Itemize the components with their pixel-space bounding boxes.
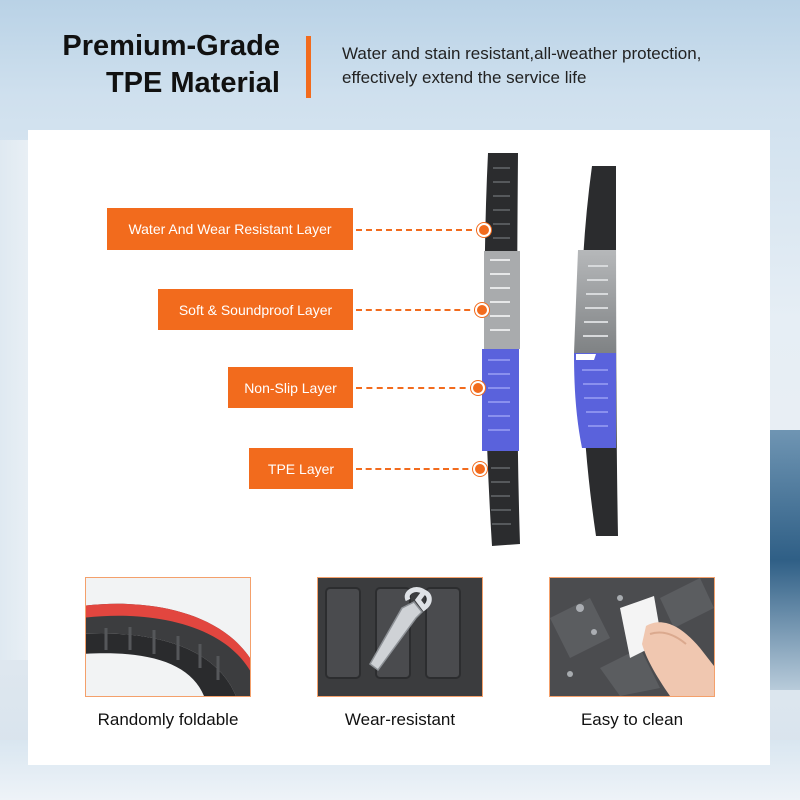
headline-line-2: TPE Material [105,67,280,99]
caption-foldable: Randomly foldable [97,710,239,729]
layer-cross-section-illustration [482,153,618,546]
layer-label-soft-soundproof: Soft & Soundproof Layer [158,289,353,330]
layer-label-text: Water And Wear Resistant Layer [128,221,332,237]
description-line-1: Water and stain resistant,all-weather pr… [342,44,702,63]
callout-marker [473,462,487,476]
leader-line [356,229,482,231]
wide-strip [482,153,520,546]
leader-line [356,468,478,470]
layer-label-text: TPE Layer [267,460,335,477]
easy-to-clean-image [550,578,714,696]
accent-divider [306,36,311,98]
layer-label-text: Soft & Soundproof Layer [178,301,333,318]
layer-label-non-slip: Non-Slip Layer [228,367,353,408]
caption-wear-resistant: Wear-resistant [344,710,456,729]
photo-easy-to-clean [549,577,715,697]
leader-line [356,309,480,311]
foldable-mat-image [86,578,250,696]
leader-line [356,387,476,389]
wear-resistant-image [318,578,482,696]
callout-marker [475,303,489,317]
layer-label-text: Non-Slip Layer [244,379,337,396]
caption-easy-clean: Easy to clean [580,710,684,729]
callout-marker [477,223,491,237]
background-sea [770,430,800,690]
description: Water and stain resistant,all-weather pr… [342,42,782,90]
photo-foldable-mat [85,577,251,697]
layer-label-water-wear: Water And Wear Resistant Layer [107,208,353,250]
thin-strip [574,166,618,536]
photo-wear-resistant [317,577,483,697]
layer-label-tpe: TPE Layer [249,448,353,489]
description-line-2: effectively extend the service life [342,68,587,87]
callout-marker [471,381,485,395]
headline-line-1: Premium-Grade [62,30,280,62]
headline: Premium-Grade TPE Material [30,28,280,102]
